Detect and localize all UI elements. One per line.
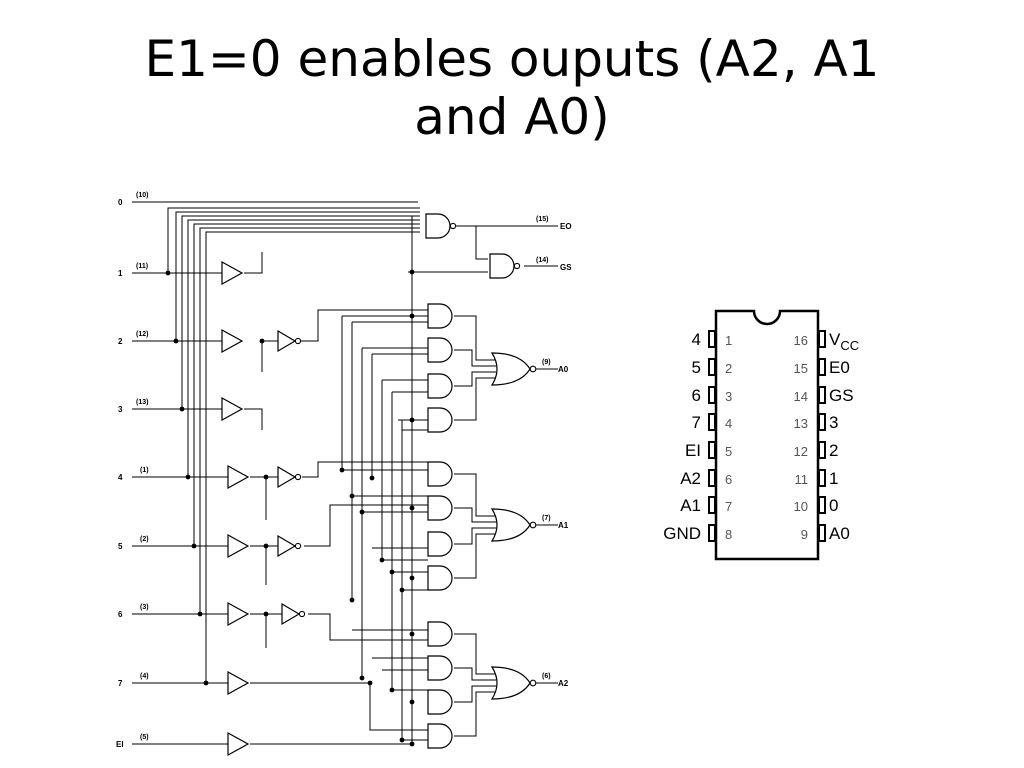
ic-left-pin-6-name: A2 bbox=[680, 469, 701, 488]
gs-nand-gate bbox=[489, 253, 521, 279]
ic-left-pin-7-name: A1 bbox=[680, 496, 701, 515]
eo-nand-gate bbox=[425, 213, 457, 239]
ic-body bbox=[714, 309, 820, 561]
input-5-label: 5 bbox=[118, 542, 123, 551]
input-6-pin: (3) bbox=[140, 604, 149, 611]
ic-right-pin-12-name: 2 bbox=[829, 441, 838, 460]
vcc-sub: CC bbox=[840, 338, 859, 353]
input-0-pin: (10) bbox=[136, 192, 148, 199]
ic-right-pin-15-name: E0 bbox=[829, 358, 850, 377]
input-3-label: 3 bbox=[118, 405, 123, 414]
output-a1-pin: (7) bbox=[542, 515, 551, 522]
input-ei-pin: (5) bbox=[140, 734, 149, 741]
ic-right-pin-10-name: 0 bbox=[829, 496, 838, 515]
output-a0-label: A0 bbox=[558, 365, 569, 374]
ic-left-pin-5-number: 5 bbox=[725, 444, 732, 459]
title-line-2: and A0) bbox=[414, 88, 610, 146]
ic-left-pin-1-name: 4 bbox=[692, 330, 701, 349]
ic-right-pin-13-name: 3 bbox=[829, 413, 838, 432]
output-a2-pin: (6) bbox=[542, 673, 551, 680]
ic-right-pin-11-number: 11 bbox=[795, 472, 809, 487]
ic-left-pin-3-number: 3 bbox=[725, 389, 732, 404]
nor-gate-a1 bbox=[491, 508, 537, 542]
output-eo-label: EO bbox=[560, 222, 572, 231]
input-7-label: 7 bbox=[118, 679, 123, 688]
input-1-label: 1 bbox=[118, 269, 123, 278]
nor-gate-a0 bbox=[491, 352, 537, 386]
input-3-pin: (13) bbox=[136, 399, 148, 406]
ic-left-pin-7-number: 7 bbox=[725, 499, 732, 514]
output-a1-label: A1 bbox=[558, 521, 569, 530]
ic-left-pin-6-number: 6 bbox=[725, 472, 732, 487]
ic-right-pin-16-number: 16 bbox=[794, 333, 808, 348]
ic-left-pin-2-number: 2 bbox=[725, 361, 732, 376]
input-labels: 0 (10) 1 (11) 2 (12) 3 (13) 4 (1) 5 (2) … bbox=[116, 192, 149, 749]
ic-right-pin-16-name: VCC bbox=[829, 330, 859, 353]
title-line-1: E1=0 enables ouputs (A2, A1 bbox=[144, 30, 880, 88]
ic-right-pin-9-number: 9 bbox=[801, 527, 808, 542]
inverter-gates bbox=[277, 330, 306, 625]
output-labels: (15) EO (14) GS (9) A0 (7) A1 (6) A2 bbox=[536, 216, 572, 688]
ic-right-pin-11-name: 1 bbox=[829, 469, 838, 488]
input-2-label: 2 bbox=[118, 337, 123, 346]
output-a0-pin: (9) bbox=[542, 359, 551, 366]
ic-right-pin-12-number: 12 bbox=[794, 444, 808, 459]
and-gates-a2 bbox=[427, 621, 453, 749]
output-a2-label: A2 bbox=[558, 679, 569, 688]
input-6-label: 6 bbox=[118, 610, 123, 619]
and-gates-a1 bbox=[427, 461, 453, 591]
input-4-label: 4 bbox=[118, 473, 123, 482]
ic-left-pin-3-name: 6 bbox=[692, 386, 701, 405]
output-eo-pin: (15) bbox=[536, 216, 548, 223]
ic-right-pin-14-number: 14 bbox=[794, 389, 808, 404]
nor-gate-a2 bbox=[491, 666, 537, 700]
and-gates-a0 bbox=[427, 303, 453, 433]
ic-left-pin-8-number: 8 bbox=[725, 527, 732, 542]
ic-left-pin-2-name: 5 bbox=[692, 358, 701, 377]
input-5-pin: (2) bbox=[140, 536, 149, 543]
ic-right-pin-10-number: 10 bbox=[794, 499, 808, 514]
ic-left-pin-8-name: GND bbox=[663, 524, 701, 543]
ic-left-pin-1-number: 1 bbox=[725, 333, 732, 348]
input-2-pin: (12) bbox=[136, 331, 148, 338]
wires bbox=[132, 201, 558, 745]
ic-right-pin-14-name: GS bbox=[829, 386, 854, 405]
input-1-pin: (11) bbox=[136, 263, 148, 270]
ic-right-pin-15-number: 15 bbox=[794, 361, 808, 376]
input-7-pin: (4) bbox=[140, 673, 149, 680]
ic-right-pin-9-name: A0 bbox=[829, 524, 850, 543]
output-gs-label: GS bbox=[560, 263, 572, 272]
ic-right-pin-13-number: 13 bbox=[794, 416, 808, 431]
ic-left-pin-4-name: 7 bbox=[692, 413, 701, 432]
input-buffer-gates bbox=[221, 261, 249, 756]
junctions bbox=[165, 269, 415, 747]
ic-left-pin-5-name: EI bbox=[685, 441, 701, 460]
input-ei-label: EI bbox=[116, 740, 124, 749]
ic-package: 4 1 5 2 6 3 7 4 EI 5 A2 6 A1 7 GND 8 16 … bbox=[663, 309, 859, 561]
ic-pin-stubs bbox=[708, 330, 826, 542]
slide-title: E1=0 enables ouputs (A2, A1 and A0) bbox=[0, 30, 1024, 146]
vcc-main: V bbox=[829, 330, 841, 349]
input-4-pin: (1) bbox=[140, 467, 149, 474]
input-0-label: 0 bbox=[118, 198, 123, 207]
output-gs-pin: (14) bbox=[536, 257, 548, 264]
ic-left-pin-4-number: 4 bbox=[725, 416, 732, 431]
